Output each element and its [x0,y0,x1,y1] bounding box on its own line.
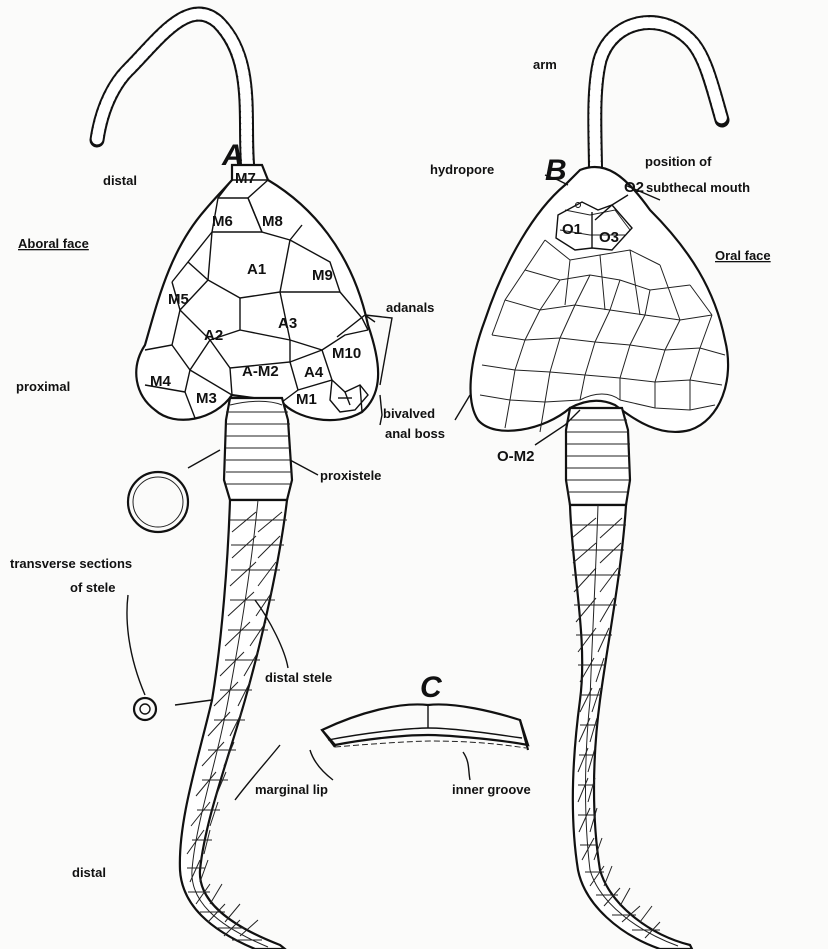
label-distal-bottom: distal [72,865,106,880]
plate-a2: A2 [204,327,223,344]
figure-letter-a: A [221,139,244,172]
figure-letter-c: C [420,671,443,704]
proxistele-b [566,408,630,505]
plate-m8: M8 [262,213,283,230]
label-o-m2: O-M2 [497,448,535,465]
label-anal-boss: anal boss [385,426,445,441]
distal-stele-b [570,505,692,949]
label-proximal: proximal [16,379,70,394]
plate-o2: O2 [624,179,644,196]
label-aboral-face: Aboral face [18,236,89,251]
transverse-sections [128,472,188,720]
label-of-stele: of stele [70,580,116,595]
label-distal-top: distal [103,173,137,188]
plate-m6: M6 [212,213,233,230]
label-proxistele: proxistele [320,468,381,483]
label-bivalved: bivalved [383,406,435,421]
proxistele-a [224,398,292,500]
plate-m4: M4 [150,373,171,390]
plate-a1: A1 [247,261,266,278]
section-distal-stele [134,698,156,720]
plate-m3: M3 [196,390,217,407]
plate-m5: M5 [168,291,189,308]
theca-b-outline [471,167,729,432]
label-arm: arm [533,57,557,72]
label-subthecal-mouth: subthecal mouth [646,180,750,195]
section-proxistele [128,472,188,532]
label-transverse-sections: transverse sections [10,556,132,571]
plate-a-m2: A-M2 [242,363,279,380]
plate-m9: M9 [312,267,333,284]
plate-m7: M7 [235,170,256,187]
plate-m10: M10 [332,345,361,362]
label-adanals: adanals [386,300,434,315]
label-hydropore: hydropore [430,162,494,177]
label-position-of: position of [645,154,712,169]
plate-a4: A4 [304,364,324,381]
label-oral-face: Oral face [715,248,771,263]
plate-o1: O1 [562,221,582,238]
label-inner-groove: inner groove [452,782,531,797]
plate-m1: M1 [296,391,317,408]
figure-letter-b: B [545,154,567,187]
plate-a3: A3 [278,315,297,332]
specimen-c [322,704,528,750]
label-marginal-lip: marginal lip [255,782,328,797]
plate-o3: O3 [599,229,619,246]
distal-stele-a [180,500,287,949]
label-distal-stele: distal stele [265,670,332,685]
